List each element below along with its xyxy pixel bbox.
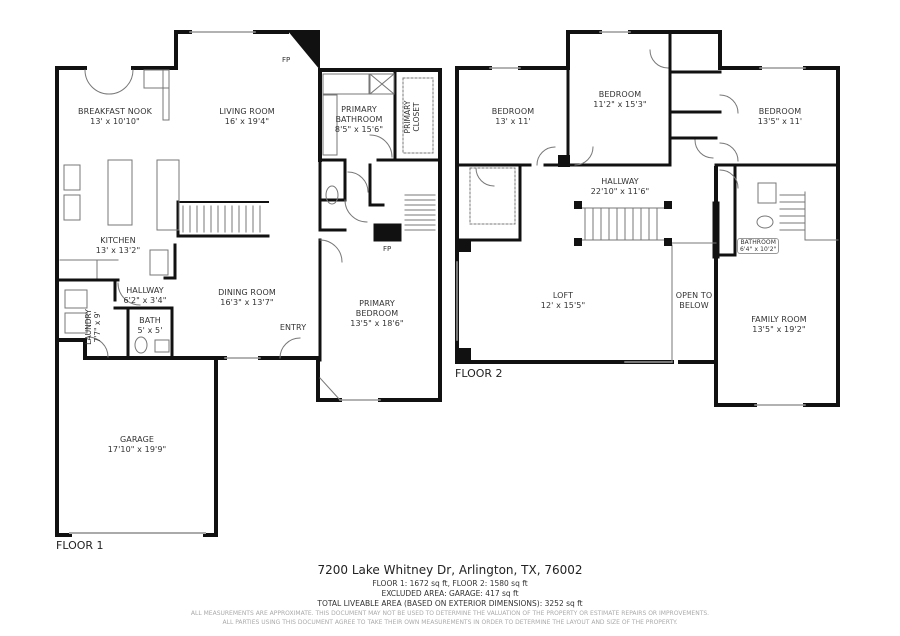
room-name: ENTRY [279,323,307,332]
floor2-walls [455,30,840,407]
room-hallway-f1: HALLWAY 6'2" x 3'4" [123,286,166,306]
room-bathroom-f2: BATHROOM 6'4" x 10'2" [737,238,780,254]
room-name: LAUNDRY [84,309,93,345]
room-name-line2: CLOSET [412,102,421,132]
room-dims: 13' x 11' [495,117,531,126]
room-dims: 13' x 13'2" [95,246,141,255]
room-name: BREAKFAST NOOK [78,107,152,116]
disclaimer-line1: ALL MEASUREMENTS ARE APPROXIMATE. THIS D… [190,610,710,617]
room-dims: 5' x 5' [137,326,163,335]
room-dims: 12' x 15'5" [540,301,586,310]
room-name: LIVING ROOM [219,107,275,116]
floor2-label: FLOOR 2 [455,367,503,380]
room-primary-bathroom: PRIMARY BATHROOM 8'5" x 15'6" [335,105,383,135]
room-dims: 22'10" x 11'6" [590,187,650,196]
room-kitchen: KITCHEN 13' x 13'2" [96,236,140,256]
room-name-line2: BELOW [679,301,709,310]
room-name: BEDROOM [491,107,535,116]
room-living-room: LIVING ROOM 16' x 19'4" [219,107,275,127]
room-dims: 13'5" x 19'2" [752,325,806,334]
room-primary-bedroom: PRIMARY BEDROOM 13'5" x 18'6" [350,299,403,329]
room-garage: GARAGE 17'10" x 19'9" [108,435,167,455]
room-hallway-f2: HALLWAY 22'10" x 11'6" [591,177,650,197]
room-primary-closet: PRIMARY CLOSET [403,97,421,137]
room-laundry: LAUNDRY 7'7" x 9' [84,302,102,352]
room-dims: 11'2" x 15'3" [593,100,647,109]
floor1-label: FLOOR 1 [56,539,104,552]
room-name: BATHROOM [740,239,776,246]
excluded-area: EXCLUDED AREA: GARAGE: 417 sq ft [381,589,519,598]
room-open-to-below: OPEN TO BELOW [676,291,713,311]
room-dining-room: DINING ROOM 16'3" x 13'7" [218,288,276,308]
room-name-line1: OPEN TO [675,291,713,300]
room-name-line2: BATHROOM [335,115,383,124]
room-dims: 16'3" x 13'7" [220,298,274,307]
room-name-line2: BEDROOM [355,309,399,318]
room-dims: 13'5" x 18'6" [350,319,404,328]
room-name: BEDROOM [598,90,642,99]
room-name: HALLWAY [601,177,639,186]
room-dims: 13'5" x 11' [757,117,803,126]
room-name: GARAGE [119,435,155,444]
room-name: KITCHEN [100,236,136,245]
disclaimer-line2: ALL PARTIES USING THIS DOCUMENT AGREE TO… [222,619,678,626]
fireplace-label-living: FP [282,56,291,64]
floor1-walls [55,30,442,537]
room-bedroom-left: BEDROOM 13' x 11' [492,107,534,127]
room-name: DINING ROOM [218,288,276,297]
room-dims: 6'4" x 10'2" [740,246,777,253]
room-name-line1: PRIMARY [359,299,395,308]
room-bedroom-right: BEDROOM 13'5" x 11' [758,107,802,127]
room-dims: 8'5" x 15'6" [334,125,384,134]
room-name-line1: PRIMARY [403,100,412,134]
room-name: BATH [139,316,161,325]
room-loft: LOFT 12' x 15'5" [541,291,585,311]
room-name-line1: PRIMARY [341,105,377,114]
room-dims: 16' x 19'4" [224,117,270,126]
room-name: FAMILY ROOM [751,315,807,324]
floor1-fixtures [59,69,436,534]
room-bedroom-middle: BEDROOM 11'2" x 15'3" [593,90,646,110]
room-name: HALLWAY [126,286,164,295]
floor2-interior-walls [455,30,840,259]
floor-areas: FLOOR 1: 1672 sq ft, FLOOR 2: 1580 sq ft [372,579,528,588]
room-name: BEDROOM [758,107,802,116]
room-dims: 13' x 10'10" [90,117,140,126]
total-liveable-area: TOTAL LIVEABLE AREA (BASED ON EXTERIOR D… [317,599,583,608]
room-family-room: FAMILY ROOM 13'5" x 19'2" [751,315,807,335]
property-address: 7200 Lake Whitney Dr, Arlington, TX, 760… [317,563,583,577]
room-name: LOFT [552,291,574,300]
room-breakfast-nook: BREAKFAST NOOK 13' x 10'10" [78,107,152,127]
room-dims: 6'2" x 3'4" [123,296,167,305]
room-dims: 7'7" x 9' [93,311,102,343]
room-entry: ENTRY [280,323,306,333]
fireplace-label-bedroom: FP [383,245,392,253]
room-dims: 17'10" x 19'9" [107,445,167,454]
room-bath: BATH 5' x 5' [137,316,162,336]
